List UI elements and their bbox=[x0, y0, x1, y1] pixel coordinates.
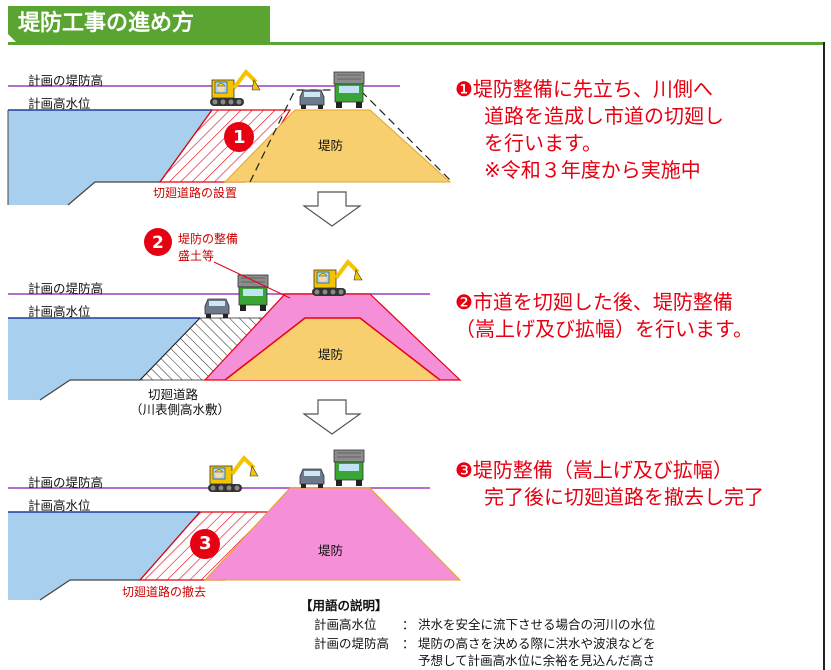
callout-leader bbox=[213, 261, 291, 299]
step-number-icon bbox=[190, 529, 220, 559]
step3-note-line1: ❸堤防整備（嵩上げ及び拡幅） bbox=[455, 458, 733, 482]
step1-future-outline bbox=[249, 89, 451, 183]
step3-water bbox=[8, 512, 200, 600]
step2-callout-line2: 盛土等 bbox=[178, 249, 215, 263]
step2-note-line1: ❷市道を切廻した後、堤防整備 bbox=[455, 290, 733, 314]
glossary-heading: 【用語の説明】 bbox=[300, 598, 388, 613]
page-title: 堤防工事の進め方 bbox=[8, 6, 270, 42]
step1-note-line1: ❶堤防整備に先立ち、川側へ bbox=[455, 77, 713, 101]
step2-water-level-label: 計画高水位 bbox=[28, 304, 91, 319]
glossary-term-2: 計画の堤防高 bbox=[314, 636, 390, 651]
step3-dike-label: 堤防 bbox=[318, 543, 344, 558]
glossary-sep-2: ： bbox=[402, 636, 415, 651]
glossary-def-2: 堤防の高さを決める際に洪水や波浪などを bbox=[418, 636, 656, 651]
step2-road-caption-line2: （川表側高水敷） bbox=[130, 402, 231, 417]
step1-note-line4: ※令和３年度から実施中 bbox=[484, 158, 701, 182]
step3-water-level-label: 計画高水位 bbox=[28, 498, 91, 513]
step1-number: 1 bbox=[233, 127, 246, 148]
car-icon bbox=[204, 298, 230, 319]
excavator-icon bbox=[310, 260, 364, 298]
step2-callout-line1: 堤防の整備 bbox=[178, 232, 239, 246]
step1-road-caption: 切廻道路の設置 bbox=[153, 186, 238, 200]
car-icon bbox=[299, 468, 325, 489]
step1-note-line2: 道路を造成し市道の切廻し bbox=[484, 104, 724, 128]
glossary-def-2-continued: 予想して計画高水位に余裕を見込んだ高さ bbox=[418, 653, 656, 668]
step1-water-level-label: 計画高水位 bbox=[28, 96, 91, 111]
truck-icon bbox=[333, 449, 365, 487]
title-underline bbox=[8, 42, 824, 45]
excavator-icon bbox=[206, 456, 260, 494]
step3-number: 3 bbox=[199, 533, 212, 554]
step-number-icon bbox=[224, 122, 254, 152]
truck-icon bbox=[333, 71, 365, 109]
step3-dike bbox=[203, 487, 462, 581]
step2-dike-label: 堤防 bbox=[318, 347, 344, 362]
excavator-icon bbox=[208, 70, 262, 108]
step1-water bbox=[8, 110, 212, 205]
car-icon bbox=[299, 89, 325, 110]
arrow-down-icon bbox=[302, 191, 362, 227]
step2-dike bbox=[225, 318, 440, 380]
step1-dike-label: 堤防 bbox=[318, 138, 344, 153]
frame-border bbox=[823, 42, 825, 670]
step3-road-caption: 切廻道路の撤去 bbox=[122, 585, 207, 599]
step2-road-caption-line1: 切廻道路 bbox=[148, 387, 199, 402]
step1-dike-height-label: 計画の堤防高 bbox=[28, 73, 104, 88]
step3-dike-height-label: 計画の堤防高 bbox=[28, 475, 104, 490]
step3-diagram bbox=[8, 449, 462, 601]
step3-note-line2: 完了後に切廻道路を撤去し完了 bbox=[484, 485, 764, 509]
glossary-sep-1: ： bbox=[402, 617, 415, 632]
step2-dike-height-label: 計画の堤防高 bbox=[28, 281, 104, 296]
arrow-down-icon bbox=[302, 399, 362, 435]
step1-dike bbox=[223, 109, 452, 183]
step2-number: 2 bbox=[152, 233, 164, 253]
step-number-icon bbox=[144, 228, 172, 256]
step1-note-line3: を行います。 bbox=[484, 131, 602, 155]
glossary-def-1: 洪水を安全に流下させる場合の河川の水位 bbox=[418, 617, 656, 632]
step2-water bbox=[8, 318, 200, 400]
step2-note-line2: （嵩上げ及び拡幅）を行います。 bbox=[455, 317, 753, 341]
glossary-term-1: 計画高水位 bbox=[314, 617, 377, 632]
step2-diagram bbox=[8, 228, 462, 401]
step1-diagram bbox=[7, 70, 452, 206]
